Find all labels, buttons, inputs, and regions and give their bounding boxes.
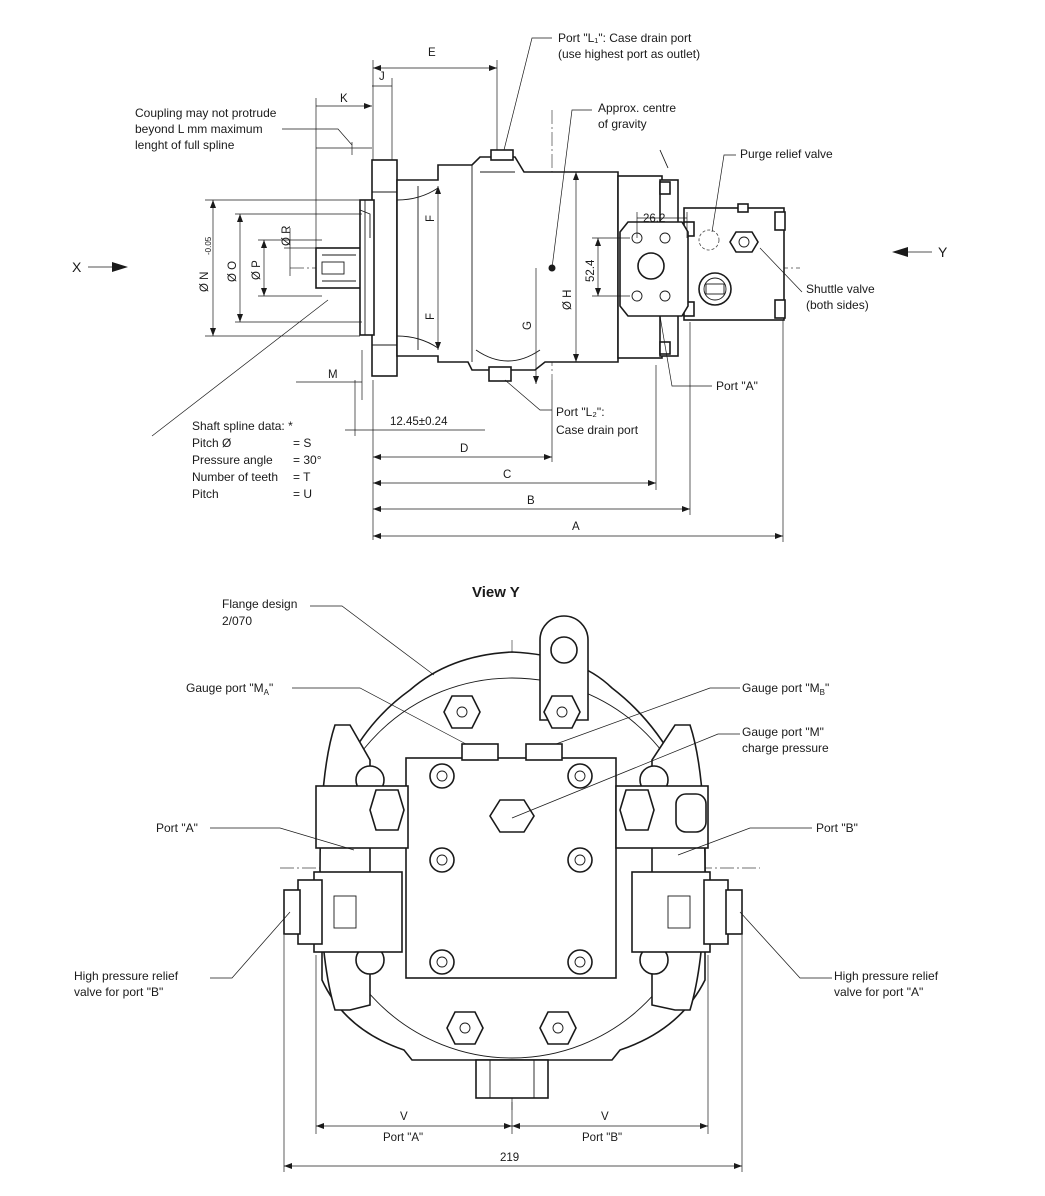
shuttle-valve-label-2: (both sides) [806,298,869,312]
port-b-label: Port "B" [816,821,858,835]
port-l2-label-2: Case drain port [556,423,639,437]
coupling-note-1: Coupling may not protrude [135,106,277,120]
dim-offset: 12.45±0.24 [390,416,448,428]
spline-row-label: Pitch Ø [192,436,231,450]
dim-e: E [428,47,436,59]
dim-m: M [328,369,338,381]
port-l2-label-1: Port "L₂": [556,405,605,419]
spline-row-label: Pitch [192,487,219,501]
dim-52: 52.4 [585,259,597,282]
dim-j: J [379,71,385,83]
dim-k: K [340,93,348,105]
gauge-port-m-label-2: charge pressure [742,741,829,755]
dim-overall: 219 [500,1152,519,1164]
dim-a: A [572,521,580,533]
view-y-callouts: Flange design 2/070 Gauge port "MA" Gaug… [74,597,939,999]
port-blocks [315,785,709,849]
motor-housing [396,149,619,382]
dim-d: D [460,443,468,455]
dim-v-right: V [601,1111,609,1123]
view-y-dimensions: V Port "A" V Port "B" 219 [283,935,743,1172]
port-l1-label-2: (use highest port as outlet) [558,47,700,61]
spline-title: Shaft spline data: * [192,419,293,433]
gravity-label-1: Approx. centre [598,101,676,115]
dim-r: Ø R [281,226,293,246]
hp-relief-valves [283,871,743,953]
coupling-note-2: beyond L mm maximum [135,122,263,136]
dim-v-right-port: Port "B" [582,1132,622,1144]
gauge-port-m-label-1: Gauge port "M" [742,725,824,739]
dim-o: Ø O [227,261,239,282]
spline-row-value: = S [293,436,311,450]
end-cap [617,149,786,359]
port-a-label: Port "A" [156,821,198,835]
control-plate [405,743,617,979]
dim-v-left-port: Port "A" [383,1132,423,1144]
gauge-port-ma-label: Gauge port "MA" [186,681,273,697]
dim-v-left: V [400,1111,408,1123]
view-x-label: X [72,259,82,275]
dim-c: C [503,469,511,481]
side-leaders [151,37,803,437]
port-l1-label-1: Port "L₁": Case drain port [558,31,692,45]
shuttle-valve-label-1: Shuttle valve [806,282,875,296]
spline-row-value: = T [293,470,311,484]
hp-relief-b-label-2: valve for port "B" [74,985,163,999]
spline-row-value: = U [293,487,312,501]
gravity-label-2: of gravity [598,117,647,131]
spline-row-label: Number of teeth [192,470,278,484]
spline-row-value: = 30° [293,453,322,467]
dim-n: Ø N [199,272,211,292]
flange-design-label-2: 2/070 [222,614,252,628]
dim-n-tol: -0.05 [204,236,213,255]
side-view: E J K M 12.45±0.24 D C [72,31,948,542]
dim-26: 26.2 [643,213,665,225]
side-callouts: Coupling may not protrude beyond L mm ma… [135,31,875,501]
view-y-label: Y [938,244,948,260]
spline-data: Shaft spline data: * Pitch Ø = S Pressur… [192,419,322,501]
purge-valve-label: Purge relief valve [740,147,833,161]
coupling-note-3: lenght of full spline [135,138,235,152]
dim-b: B [527,495,535,507]
dim-f-lower: F [425,313,437,320]
port-a-side-label: Port "A" [716,379,758,393]
dim-g: G [522,321,534,330]
view-y-title: View Y [472,584,520,601]
side-dimensions: E J K M 12.45±0.24 D C [199,47,784,542]
view-y: View Y [74,584,939,1172]
hp-relief-b-label-1: High pressure relief [74,969,179,983]
hp-relief-a-label-1: High pressure relief [834,969,939,983]
dim-f-upper: F [425,215,437,222]
view-arrows: X Y [72,244,948,275]
gauge-port-mb-label: Gauge port "MB" [742,681,829,697]
dim-p: Ø P [251,260,263,280]
spline-row-label: Pressure angle [192,453,273,467]
view-y-leaders [210,605,832,979]
dim-h: Ø H [562,290,574,310]
flange [359,159,398,377]
hp-relief-a-label-2: valve for port "A" [834,985,923,999]
flange-design-label-1: Flange design [222,597,297,611]
